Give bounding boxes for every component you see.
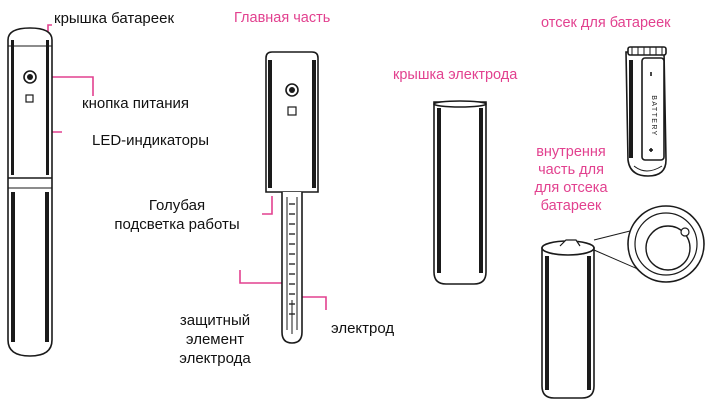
label-electrode-guard-line-1: защитный [179, 312, 251, 329]
label-inner-part-line-4: батареек [540, 198, 602, 215]
inner-cap-shape [541, 205, 705, 399]
label-electrode-guard: защитный элемент электрода [168, 312, 262, 368]
label-power-button: кнопка питания [82, 95, 190, 112]
assembled-device [7, 27, 53, 357]
label-backlight: Голубая подсветка работы [104, 197, 250, 235]
main-unit [265, 51, 319, 344]
label-inner-part-line-3: для отсека [534, 180, 608, 197]
label-electrode-guard-line-3: электрода [179, 349, 251, 367]
label-battery-cap: крышка батареек [54, 10, 175, 27]
label-electrode-guard-line-2: элемент [185, 330, 245, 348]
label-inner-part-line-2: часть для [538, 162, 604, 179]
electrode-cap-shape [433, 100, 487, 285]
label-inner-part: внутрення часть для для отсека батареек [526, 143, 616, 216]
label-backlight-line-2: подсветка работы [114, 215, 240, 233]
label-led-indicators: LED-индикаторы [92, 132, 210, 149]
callout-line-power-button [37, 76, 94, 96]
battery-compartment-shape [625, 46, 667, 177]
label-electrode: электрод [331, 320, 395, 337]
label-battery-compartment: отсек для батареек [541, 15, 671, 31]
label-inner-part-line-1: внутрення [536, 144, 606, 160]
label-main-part: Главная часть [234, 10, 331, 26]
label-electrode-cap: крышка электрода [393, 67, 518, 83]
callout-line-electrode [300, 296, 327, 310]
battery-label: BATTERY [650, 95, 657, 136]
callout-line-backlight [262, 196, 273, 215]
label-backlight-line-1: Голубая [148, 197, 206, 214]
